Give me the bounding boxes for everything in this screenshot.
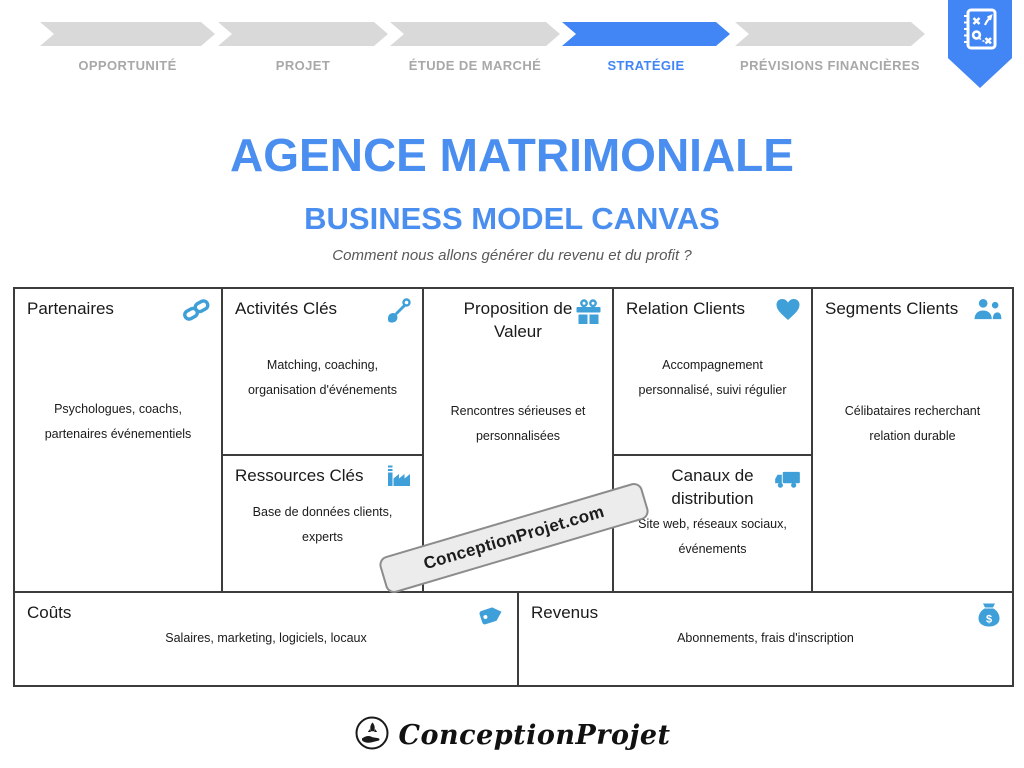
cell-title: Partenaires: [27, 299, 114, 318]
gift-icon: [575, 299, 602, 330]
cell-body: Site web, réseaux sociaux, événements: [638, 517, 787, 556]
strategy-ribbon-badge: [948, 0, 1012, 88]
cell-title: Coûts: [27, 603, 72, 622]
chevron-shape: [40, 22, 215, 46]
svg-text:$: $: [986, 614, 992, 626]
bmc-cell-activites-cles: Activités Clés Matching, coaching, organ…: [222, 288, 423, 455]
cell-title: Proposition de Valeur: [463, 299, 573, 341]
step-label: ÉTUDE DE MARCHÉ: [408, 58, 542, 73]
step-strategie[interactable]: STRATÉGIE: [562, 22, 730, 82]
bmc-cell-canaux-distribution: Canaux de distribution Site web, réseaux…: [613, 455, 812, 592]
step-previsions-financieres[interactable]: PRÉVISIONS FINANCIÈRES: [735, 22, 925, 82]
factory-icon: [386, 465, 412, 492]
people-icon: [972, 298, 1002, 326]
cell-title: Relation Clients: [626, 299, 746, 318]
cell-body: Rencontres sérieuses et personnalisées: [450, 404, 586, 443]
cell-title: Segments Clients: [825, 299, 959, 318]
bmc-cell-relation-clients: Relation Clients Accompagnement personna…: [613, 288, 812, 455]
bmc-cell-ressources-cles: Ressources Clés Base de données clients,…: [222, 455, 423, 592]
brand-name: ConceptionProjet: [398, 719, 671, 751]
step-etude-de-marche[interactable]: ÉTUDE DE MARCHÉ: [390, 22, 560, 82]
step-label: STRATÉGIE: [607, 58, 685, 73]
step-label: PRÉVISIONS FINANCIÈRES: [740, 58, 920, 73]
chevron-shape: [218, 22, 388, 46]
step-opportunite[interactable]: OPPORTUNITÉ: [40, 22, 215, 82]
cell-body: Psychologues, coachs, partenaires événem…: [44, 402, 192, 441]
shovel-icon: [386, 298, 412, 329]
cell-body: Base de données clients, experts: [252, 505, 393, 544]
step-projet[interactable]: PROJET: [218, 22, 388, 82]
cell-title: Canaux de distribution: [671, 466, 754, 508]
cell-body: Salaires, marketing, logiciels, locaux: [165, 631, 367, 645]
cell-body: Accompagnement personnalisé, suivi régul…: [638, 358, 787, 397]
step-label: PROJET: [275, 58, 331, 73]
link-icon: [182, 298, 211, 327]
heart-icon: [775, 298, 801, 326]
truck-icon: [774, 470, 801, 494]
brand-logo-icon: [354, 715, 390, 756]
strategy-playbook-icon: [964, 8, 997, 50]
bmc-frame: [13, 287, 1014, 687]
step-label: OPPORTUNITÉ: [78, 58, 177, 73]
bmc-cell-segments-clients: Segments Clients Célibataires recherchan…: [812, 288, 1013, 592]
money-bag-icon: $: [976, 602, 1002, 633]
cell-title: Activités Clés: [235, 299, 338, 318]
cell-title: Revenus: [531, 603, 599, 622]
cell-body: Célibataires recherchant relation durabl…: [844, 404, 981, 443]
cell-title: Ressources Clés: [235, 466, 364, 485]
footer-brand: ConceptionProjet: [0, 714, 1024, 756]
chevron-shape: [390, 22, 560, 46]
page-subtitle: BUSINESS MODEL CANVAS: [304, 201, 720, 236]
page-tagline: Comment nous allons générer du revenu et…: [332, 247, 692, 264]
bmc-cell-partenaires: Partenaires Psychologues, coachs, parten…: [14, 288, 222, 592]
cell-body: Matching, coaching, organisation d'événe…: [247, 358, 397, 397]
bmc-cell-couts: Coûts Salaires, marketing, logiciels, lo…: [14, 592, 518, 686]
chevron-shape: [562, 22, 730, 46]
chevron-shape: [735, 22, 925, 46]
page-title: AGENCE MATRIMONIALE: [230, 129, 794, 181]
cell-body: Abonnements, frais d'inscription: [677, 631, 854, 645]
bmc-cell-revenus: Revenus $ Abonnements, frais d'inscripti…: [518, 592, 1013, 686]
tag-icon: [476, 602, 507, 633]
